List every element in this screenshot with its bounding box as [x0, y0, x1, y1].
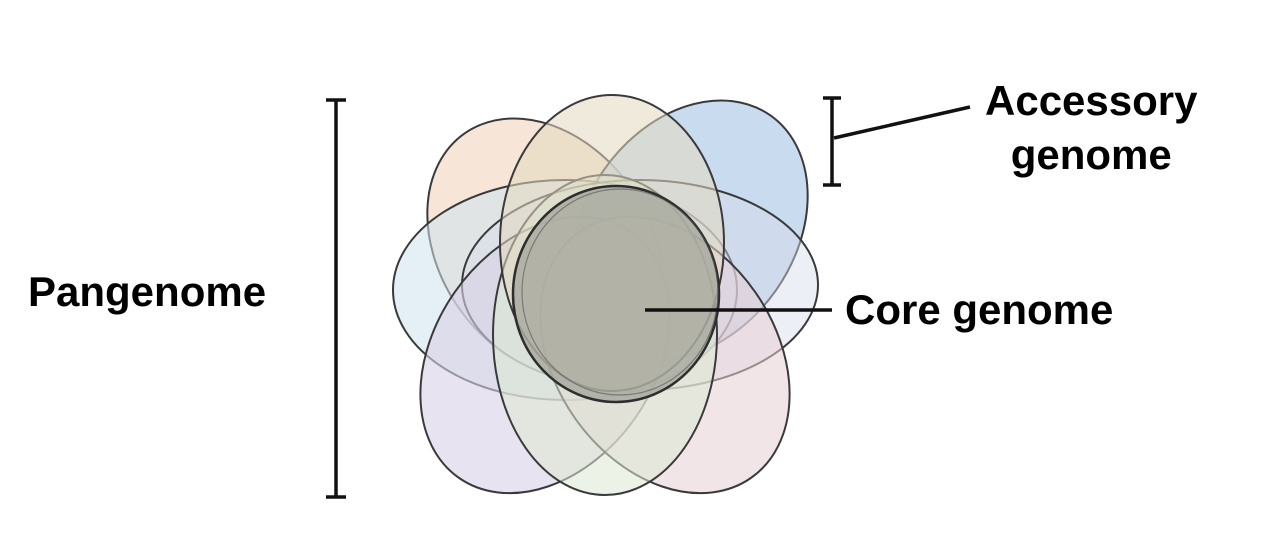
- core-inner-ring: [521, 188, 719, 396]
- accessory-bracket: [823, 96, 971, 187]
- accessory-label-line1: Accessory: [985, 77, 1198, 124]
- core-genome-label: Core genome: [845, 286, 1114, 333]
- pangenome-bracket: [326, 98, 346, 499]
- core-circle: [511, 184, 721, 404]
- accessory-genome-label: Accessory genome: [985, 74, 1197, 182]
- core-genome: [511, 184, 721, 404]
- pangenome-label: Pangenome: [28, 268, 267, 315]
- accessory-label-line2: genome: [1010, 131, 1172, 178]
